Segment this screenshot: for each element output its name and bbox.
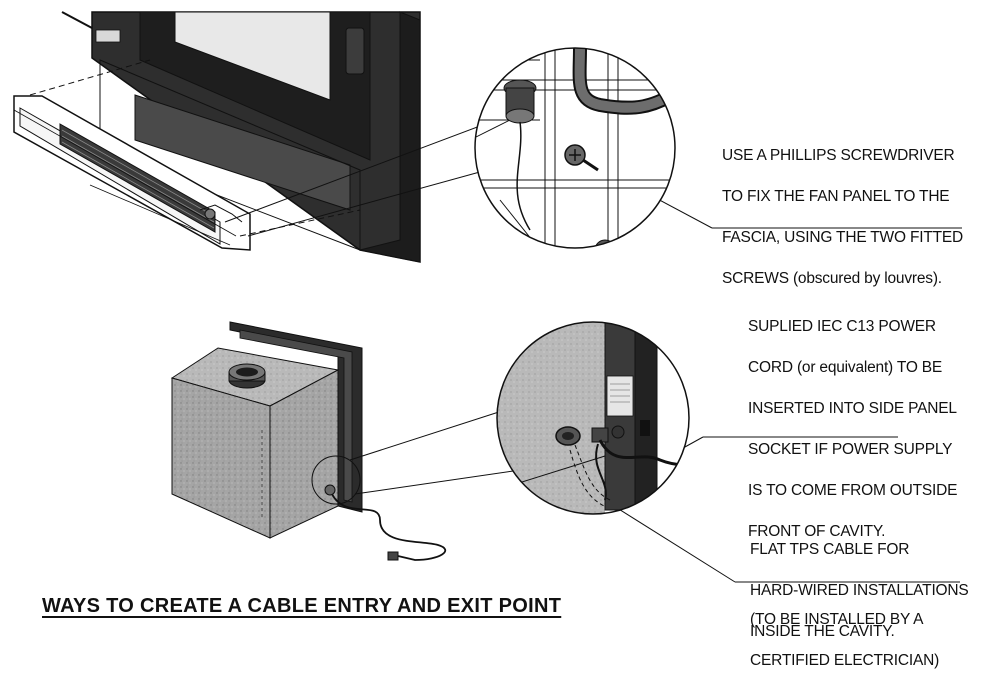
note-line: HARD-WIRED INSTALLATIONS — [750, 581, 969, 599]
note-line: USE A PHILLIPS SCREWDRIVER — [722, 146, 955, 164]
page-title: WAYS TO CREATE A CABLE ENTRY AND EXIT PO… — [42, 595, 562, 617]
note-line: (TO BE INSTALLED BY A — [750, 610, 924, 628]
note-line: FRONT OF CAVITY. — [748, 522, 886, 540]
power-cord-note: SUPLIED IEC C13 POWER CORD (or equivalen… — [748, 296, 957, 563]
screwdriver-note: USE A PHILLIPS SCREWDRIVER TO FIX THE FA… — [722, 125, 963, 310]
note-line: FASCIA, USING THE TWO FITTED — [722, 228, 963, 246]
note-line: SCREWS (obscured by louvres). — [722, 269, 942, 287]
note-line: IS TO COME FROM OUTSIDE — [748, 481, 958, 499]
note-line: INSERTED INTO SIDE PANEL — [748, 399, 957, 417]
electrician-note: (TO BE INSTALLED BY A CERTIFIED ELECTRIC… — [750, 589, 939, 692]
note-line: CERTIFIED ELECTRICIAN) — [750, 651, 940, 669]
note-line: FLAT TPS CABLE FOR — [750, 540, 910, 558]
note-line: CORD (or equivalent) TO BE — [748, 358, 943, 376]
fan-panel-louvres — [13, 95, 251, 251]
installation-diagram — [13, 11, 962, 583]
firebox-box — [170, 321, 446, 561]
cable-detail-circle — [496, 321, 690, 515]
fireplace-front — [61, 11, 421, 263]
note-line: SUPLIED IEC C13 POWER — [748, 317, 936, 335]
tps-cable-note: FLAT TPS CABLE FOR HARD-WIRED INSTALLATI… — [750, 519, 969, 663]
note-line: SOCKET IF POWER SUPPLY — [748, 440, 953, 458]
screw-detail-circle — [474, 47, 676, 249]
note-line: TO FIX THE FAN PANEL TO THE — [722, 187, 950, 205]
